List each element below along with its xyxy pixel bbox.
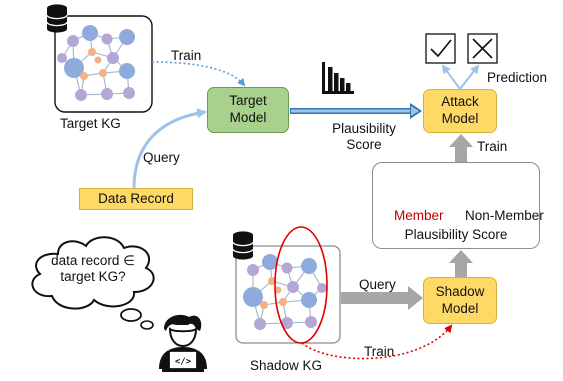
member-label: Member — [394, 208, 444, 223]
prediction-label: Prediction — [487, 70, 548, 85]
non-member-label: Non-Member — [465, 208, 544, 223]
shadow-to-score-arrow — [449, 250, 473, 277]
shadow-model-line-2: Model — [441, 300, 479, 316]
prediction-arrow-cross — [459, 64, 480, 90]
histogram-icon — [322, 62, 354, 94]
train-edge-target — [151, 61, 246, 87]
data-record-box: Data Record — [79, 188, 193, 210]
plausibility-score-label: Plausibility Score — [316, 121, 412, 153]
svg-text:</>: </> — [175, 357, 192, 367]
thought-text: data record ∈ target KG? — [40, 253, 146, 285]
hacker-laptop-icon: </> — [159, 314, 207, 372]
check-icon — [425, 33, 456, 64]
plausibility-arrow — [290, 103, 422, 119]
plausibility-line-1: Plausibility — [332, 121, 396, 136]
target-model-line-1: Target — [229, 93, 267, 109]
attack-model-line-2: Model — [441, 111, 479, 126]
plausibility-score-panel — [372, 162, 540, 249]
query-label-target: Query — [143, 150, 180, 165]
shadow-model-line-1: Shadow — [435, 283, 485, 299]
attack-model-box: Attack Model — [423, 89, 497, 133]
target-kg-label: Target KG — [60, 116, 121, 131]
shadow-kg-label: Shadow KG — [250, 358, 323, 373]
cross-icon — [467, 33, 498, 64]
prediction-arrow-check — [441, 64, 461, 90]
thought-line-1: data record ∈ — [51, 253, 135, 268]
database-icon — [232, 231, 254, 260]
target-model-line-2: Model — [229, 110, 267, 125]
query-edge-shadow — [341, 286, 423, 310]
query-label-shadow: Query — [359, 277, 396, 292]
train-label-shadow: Train — [364, 344, 395, 359]
plausibility-line-2: Score — [346, 137, 382, 153]
score-panel-caption: Plausibility Score — [404, 227, 508, 242]
attack-model-line-1: Attack — [441, 94, 479, 110]
thought-cloud — [31, 236, 155, 330]
database-icon — [46, 4, 68, 33]
thought-line-2: target KG? — [60, 269, 126, 285]
query-edge-target — [132, 108, 207, 189]
train-label-top: Train — [171, 48, 202, 63]
train-attack-arrow — [449, 134, 473, 162]
train-label-attack: Train — [477, 139, 508, 154]
target-kg-graph — [54, 15, 153, 113]
target-model-box: Target Model — [207, 87, 289, 133]
train-edge-shadow — [301, 324, 453, 360]
shadow-model-box: Shadow Model — [423, 277, 497, 324]
shadow-kg-graph — [235, 226, 341, 344]
